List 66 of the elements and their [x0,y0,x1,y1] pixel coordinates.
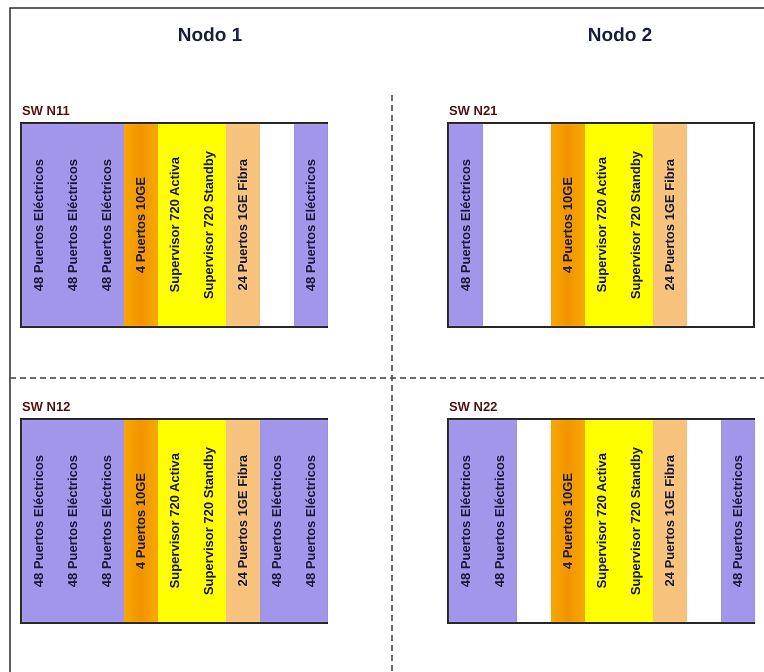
module-slot [90,124,124,326]
module-label: 48 Puertos Eléctricos [64,454,82,588]
module-slot [721,420,755,622]
node-heading: Nodo 1 [176,24,244,48]
module-label: 48 Puertos Eléctricos [30,454,48,588]
module-label: Supervisor 720 Activa [593,453,610,589]
module-label: Supervisor 720 Activa [166,453,184,589]
module-slot [22,420,56,622]
module-slot [90,420,124,622]
module-slot [226,124,260,326]
module-slot [653,124,687,326]
module-label: 48 Puertos Eléctricos [268,454,286,588]
module-label: 48 Puertos Eléctricos [30,158,48,292]
module-label: 4 Puertos 10GE [132,472,150,570]
switch-chassis [20,418,328,624]
module-slot [585,420,619,622]
module-label: 4 Puertos 10GE [559,472,576,570]
switch-label: SW N12 [22,400,70,413]
module-label: Supervisor 720 Standby [627,150,644,300]
module-slot [22,124,56,326]
node-heading: Nodo 2 [586,24,654,48]
module-slot [653,420,687,622]
module-slot [158,124,192,326]
module-slot [619,420,653,622]
module-label: 48 Puertos Eléctricos [98,454,116,588]
module-slot [551,420,585,622]
module-slot [449,124,483,326]
module-label: Supervisor 720 Standby [200,150,218,300]
module-label: 4 Puertos 10GE [132,176,150,274]
module-label: Supervisor 720 Standby [200,446,218,596]
module-label: 24 Puertos 1GE Fibra [661,455,678,587]
module-slot [551,124,585,326]
module-slot [294,124,328,326]
module-slot [192,124,226,326]
module-label: Supervisor 720 Activa [166,157,184,293]
switch-label: SW N11 [22,104,70,117]
module-slot [294,420,328,622]
module-slot [192,420,226,622]
module-slot [158,420,192,622]
module-label: 24 Puertos 1GE Fibra [234,455,252,587]
module-label: 48 Puertos Eléctricos [491,454,508,588]
module-slot [260,420,294,622]
module-slot [585,124,619,326]
module-slot [449,420,483,622]
switch-label: SW N21 [449,104,498,117]
module-label: 4 Puertos 10GE [559,176,576,274]
module-label: 24 Puertos 1GE Fibra [661,159,678,291]
module-label: Supervisor 720 Activa [593,157,610,293]
module-slot [124,420,158,622]
module-label: Supervisor 720 Standby [627,446,644,596]
module-label: 48 Puertos Eléctricos [302,454,320,588]
module-slot [619,124,653,326]
module-label: 48 Puertos Eléctricos [302,158,320,292]
module-label: 48 Puertos Eléctricos [64,158,82,292]
switch-chassis [20,122,328,328]
switch-chassis [447,418,755,624]
switch-label: SW N22 [449,400,498,413]
switch-chassis [447,122,755,328]
module-label: 48 Puertos Eléctricos [457,454,474,588]
module-slot [226,420,260,622]
module-label: 24 Puertos 1GE Fibra [234,159,252,291]
module-label: 48 Puertos Eléctricos [729,454,746,588]
module-slot [483,420,517,622]
module-slot [124,124,158,326]
module-label: 48 Puertos Eléctricos [98,158,116,292]
module-label: 48 Puertos Eléctricos [457,158,474,292]
